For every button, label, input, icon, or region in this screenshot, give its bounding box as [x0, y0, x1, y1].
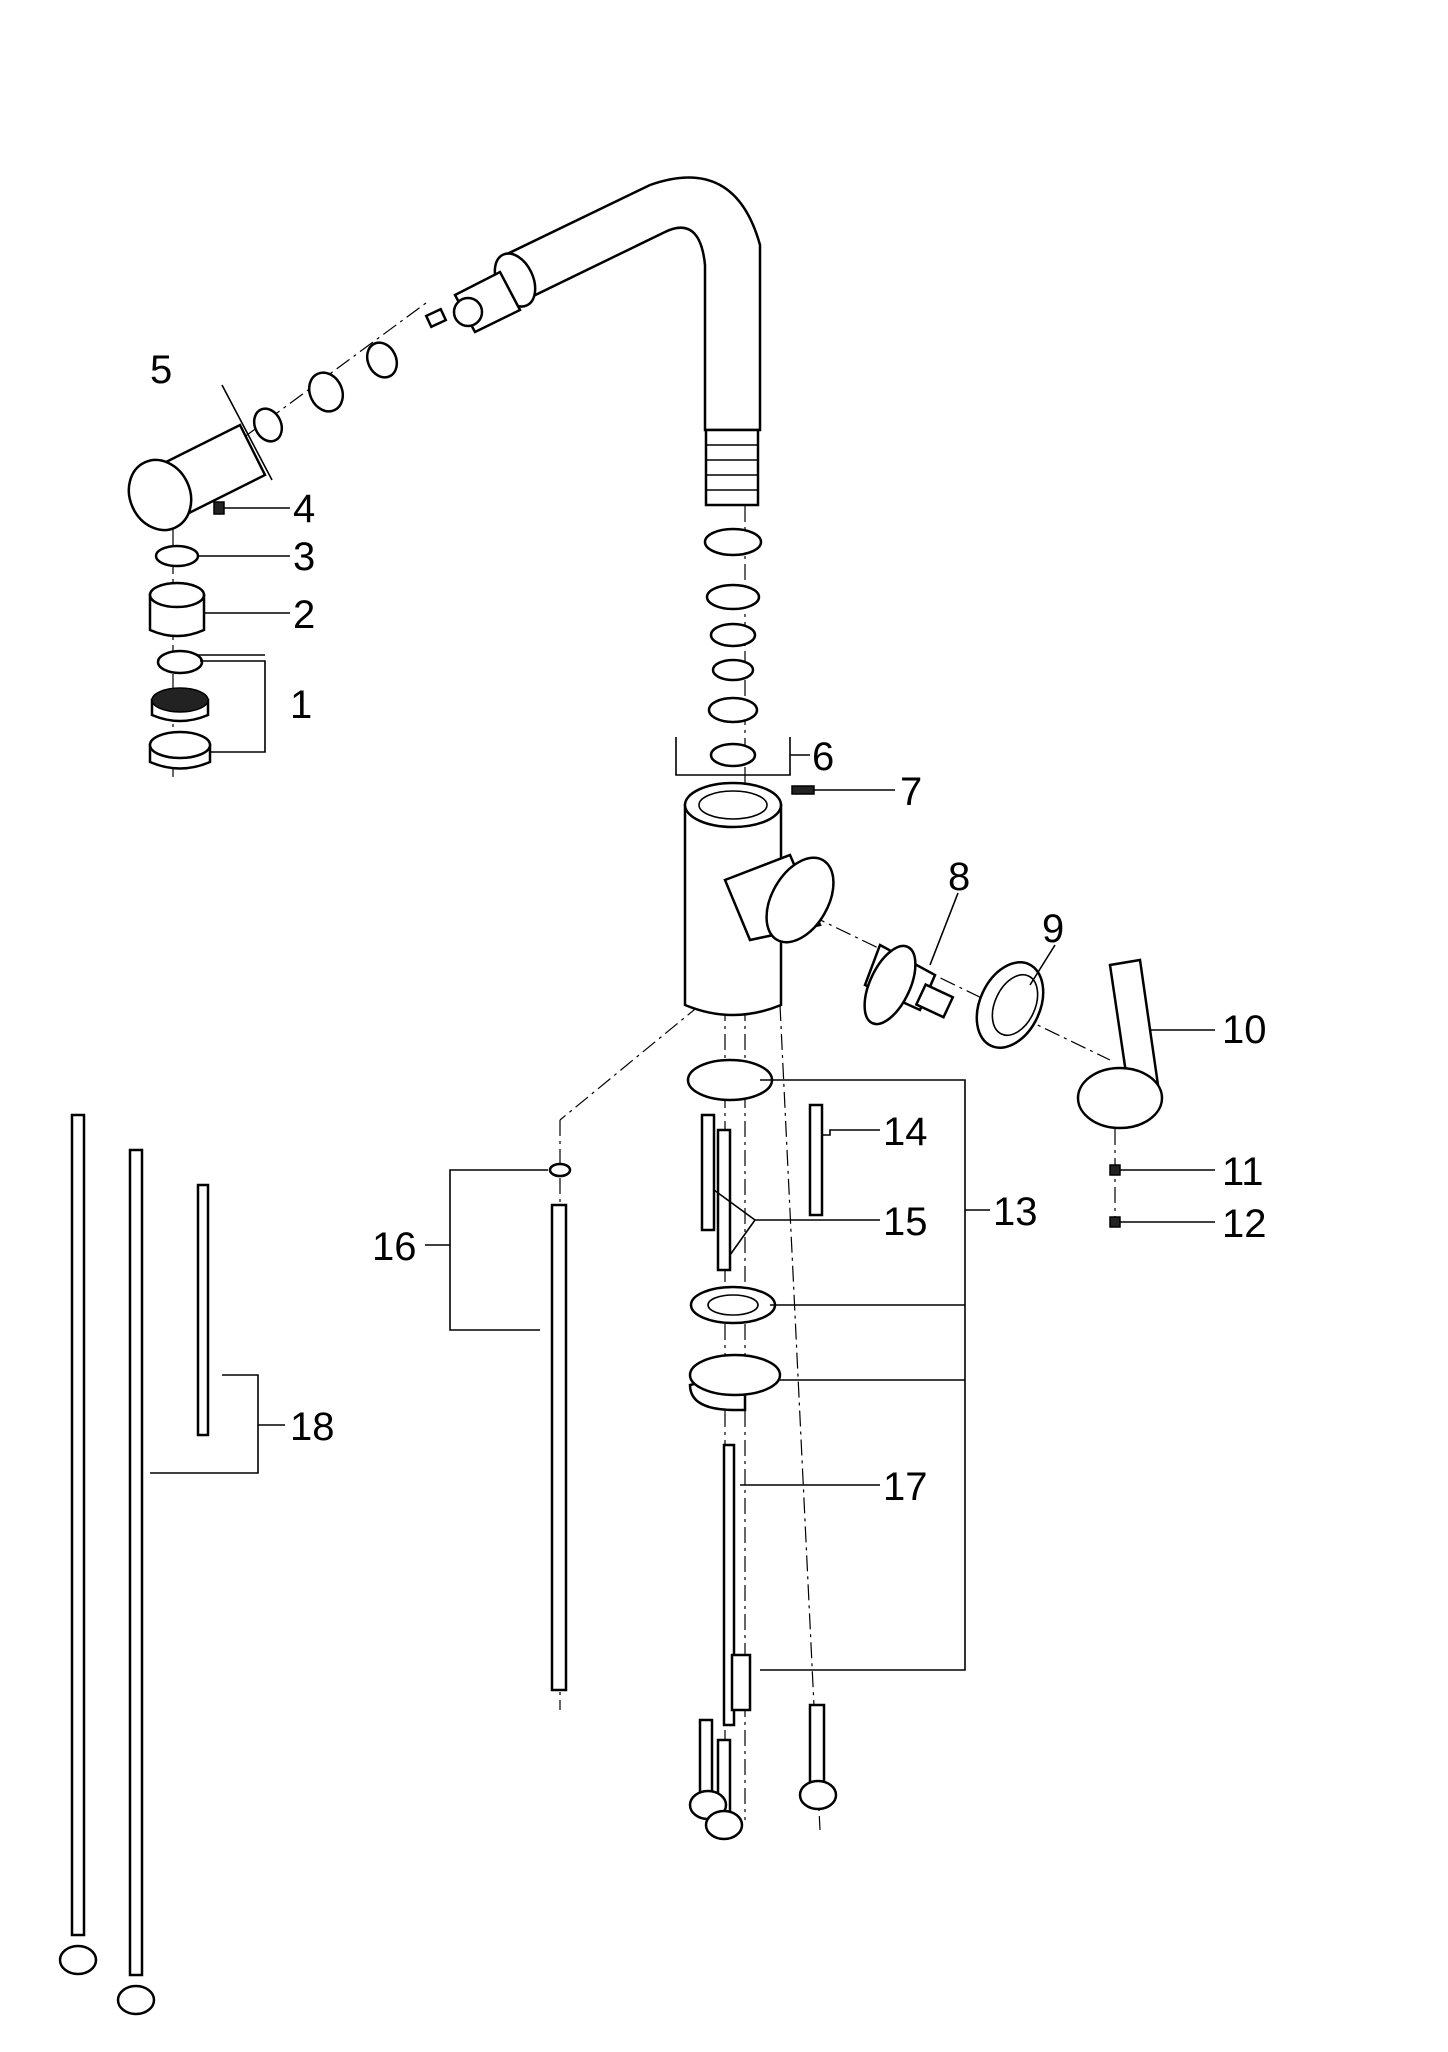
callout-14: 14 — [883, 1110, 928, 1154]
callout-12: 12 — [1222, 1202, 1267, 1246]
mixer-body — [683, 781, 835, 1017]
cartridge — [863, 943, 955, 1026]
cartridge-nut — [975, 961, 1045, 1049]
seal-stack — [703, 527, 763, 768]
spout-connector — [252, 270, 522, 443]
spout — [493, 176, 762, 507]
callout-11: 11 — [1222, 1150, 1264, 1194]
callout-9: 9 — [1042, 907, 1064, 951]
lift-rod — [548, 1162, 572, 1692]
callout-17: 17 — [883, 1465, 928, 1509]
leader-lines — [150, 507, 1215, 1671]
callout-8: 8 — [948, 855, 970, 899]
callout-4: 4 — [293, 487, 315, 531]
callout-15: 15 — [883, 1200, 928, 1244]
lever-handle — [1076, 958, 1164, 1228]
callout-3: 3 — [293, 535, 315, 579]
left-hoses — [58, 1113, 210, 2016]
supply-hoses — [688, 1103, 838, 1841]
callout-16: 16 — [372, 1225, 417, 1269]
callout-7: 7 — [900, 770, 922, 814]
callout-1: 1 — [290, 683, 312, 727]
callout-13: 13 — [993, 1190, 1038, 1234]
callout-labels: 1 2 3 4 5 6 7 8 9 10 11 12 13 14 15 16 1… — [150, 348, 1267, 1509]
aerator-housing — [127, 384, 273, 532]
callout-10: 10 — [1222, 1008, 1267, 1052]
callout-2: 2 — [293, 593, 315, 637]
callout-6: 6 — [812, 735, 834, 779]
aerator-stack — [148, 544, 212, 770]
mounting-parts — [686, 1058, 782, 1412]
callout-18: 18 — [290, 1405, 335, 1449]
callout-5: 5 — [150, 348, 172, 392]
